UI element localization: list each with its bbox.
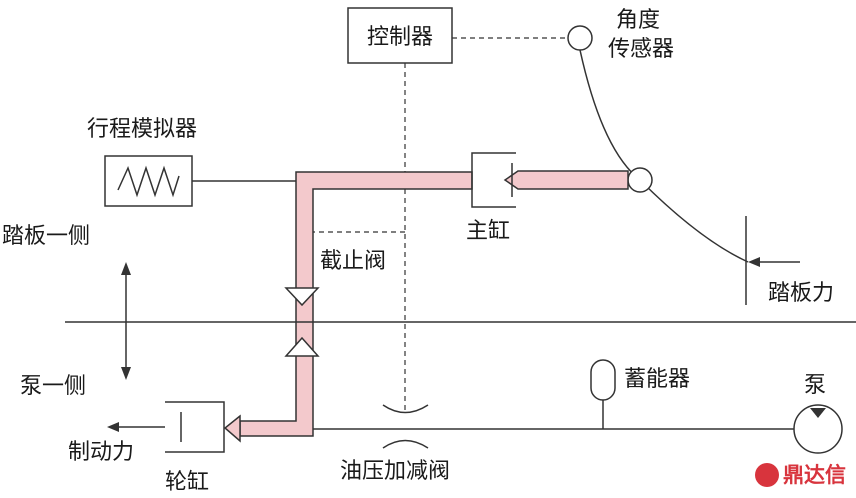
stroke-simulator-label: 行程模拟器 (87, 117, 197, 142)
controller: 控制器 (347, 7, 453, 64)
pressure-valve-lower-curve (382, 439, 429, 449)
side-arrow-up (121, 262, 131, 275)
accumulator-label: 蓄能器 (624, 367, 690, 392)
pipe-arrow-wheel (223, 414, 241, 443)
pressure-valve-label: 油压加减阀 (340, 459, 450, 484)
pump-triangle (810, 408, 826, 418)
pedal-side-label: 踏板一侧 (2, 224, 90, 249)
pump-label: 泵 (804, 373, 826, 398)
hydraulic-pipe (223, 170, 629, 443)
pipe-arrow-master (503, 170, 629, 190)
main-pipe (239, 171, 473, 437)
braking-force-label: 制动力 (68, 440, 134, 465)
pedal-force-label: 踏板力 (768, 281, 834, 306)
angle-sensor-label-2: 传感器 (608, 37, 674, 62)
master-cylinder: 主缸 (466, 152, 516, 244)
pedal-arc (579, 49, 749, 263)
master-cylinder-label: 主缸 (466, 219, 510, 244)
pedal-force-arrowhead (748, 257, 760, 267)
pump-side-label: 泵一侧 (20, 374, 86, 399)
controller-label: 控制器 (367, 25, 433, 50)
watermark: 鼎达信 (755, 463, 846, 487)
pump-circle (793, 404, 843, 454)
pressure-valve: 油压加减阀 (340, 404, 450, 484)
braking-force-arrowhead (107, 422, 119, 432)
angle-sensor-circle (567, 25, 593, 51)
stop-valve-top (284, 287, 320, 307)
accumulator: 蓄能器 (590, 359, 690, 429)
pump: 泵 (793, 373, 843, 454)
accumulator-body (590, 359, 616, 401)
stop-valve-label: 截止阀 (320, 249, 386, 274)
master-cylinder-body (471, 152, 516, 208)
wheel-cylinder-body (165, 401, 225, 453)
stroke-simulator: 行程模拟器 (87, 117, 197, 207)
watermark-logo-icon (755, 463, 779, 487)
spring-icon (117, 165, 180, 198)
controller-box (347, 7, 453, 64)
stroke-simulator-box (104, 155, 193, 207)
wheel-cylinder: 轮缸 (165, 401, 225, 495)
side-arrow-down (121, 367, 131, 380)
watermark-text: 鼎达信 (783, 463, 846, 487)
stop-valve-bottom (284, 336, 320, 357)
angle-sensor: 角度 传感器 (567, 8, 674, 62)
angle-sensor-label-1: 角度 (616, 8, 660, 33)
pressure-valve-upper-curve (382, 404, 429, 414)
wheel-cylinder-label: 轮缸 (165, 470, 209, 495)
pedal-pivot (627, 167, 653, 193)
stop-valve: 截止阀 (284, 249, 386, 357)
